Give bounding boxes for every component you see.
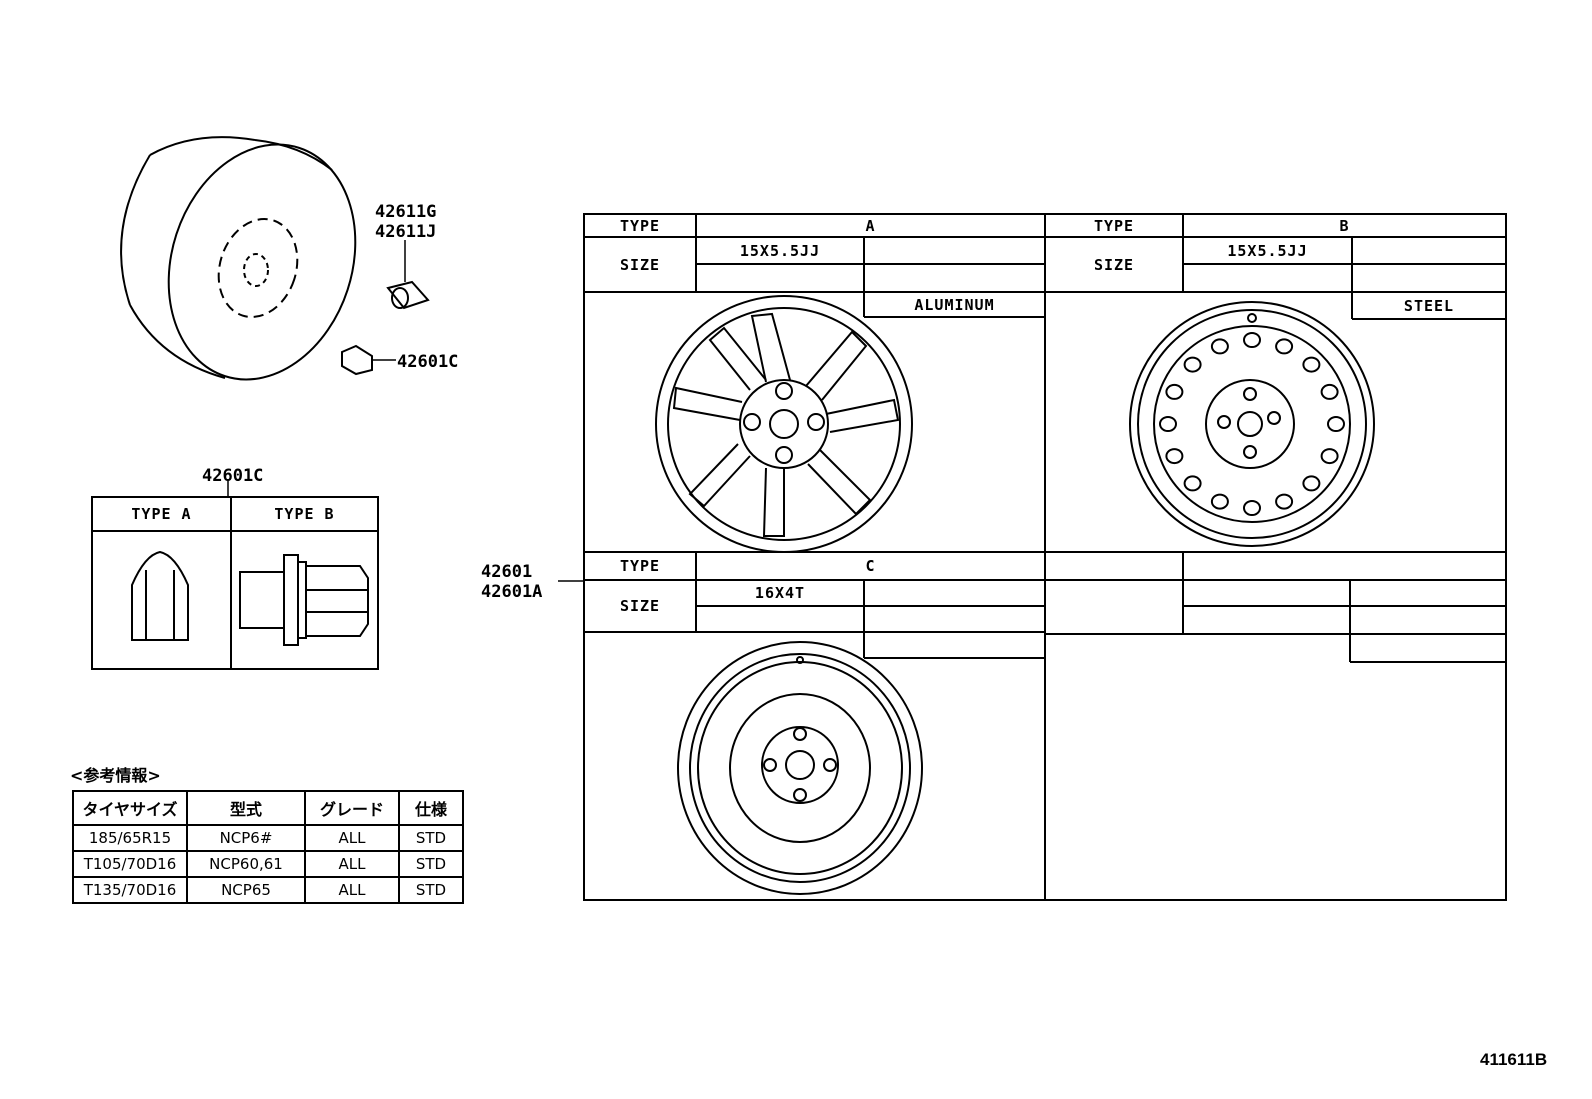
tire-size-cell: 185/65R15 [72, 824, 188, 852]
part-number-42611j[interactable]: 42611J [375, 222, 437, 242]
vent-hole [1165, 383, 1184, 400]
header-tire-size: タイヤサイズ [72, 790, 188, 826]
grade-cell: ALL [304, 876, 400, 904]
vent-hole [1165, 448, 1184, 465]
wheel-b-type-header: TYPE [1093, 216, 1135, 235]
part-number-42601c-table[interactable]: 42601C [202, 466, 264, 486]
tire-size-cell: T135/70D16 [72, 876, 188, 904]
vent-hole [1243, 500, 1261, 516]
vent-hole [1302, 356, 1321, 373]
wheel-c-size-value: 16X4T [754, 584, 806, 602]
vent-hole [1243, 332, 1261, 348]
table-row: T135/70D16 NCP65 ALL STD [72, 876, 464, 904]
vent-hole [1320, 448, 1339, 465]
model-cell: NCP65 [186, 876, 306, 904]
wheel-c-type-value: C [865, 557, 876, 575]
part-number-42601[interactable]: 42601 [481, 562, 533, 582]
vent-hole [1302, 475, 1321, 492]
part-number-42601c-callout[interactable]: 42601C [397, 352, 459, 372]
vent-hole [1275, 338, 1294, 355]
part-number-42611g[interactable]: 42611G [375, 202, 437, 222]
wheel-a-type-value: A [865, 216, 876, 235]
spec-cell: STD [398, 876, 464, 904]
aluminum-wheel-icon [655, 295, 913, 553]
vent-hole [1210, 338, 1229, 355]
vent-hole [1183, 356, 1202, 373]
wheel-c-size-header: SIZE [619, 597, 661, 615]
nut-type-b-label: TYPE B [274, 505, 335, 523]
flange-nut-icon [239, 554, 369, 646]
wheel-type-table [558, 213, 1507, 901]
steel-wheel-icon [1129, 301, 1375, 547]
tire-wheel-assembly-icon [120, 136, 357, 381]
diagram-code: 411611B [1480, 1050, 1548, 1069]
acorn-nut-icon [131, 550, 189, 641]
vent-hole [1183, 475, 1202, 492]
header-model: 型式 [186, 790, 306, 826]
wheel-a-size-value: 15X5.5JJ [739, 241, 821, 260]
vent-hole [1320, 383, 1339, 400]
wheel-nut-small-icon [341, 344, 396, 376]
vent-hole [1275, 493, 1294, 510]
model-cell: NCP60,61 [186, 850, 306, 878]
wheel-b-size-value: 15X5.5JJ [1227, 241, 1308, 260]
reference-info-table: タイヤサイズ 型式 グレード 仕様 185/65R15 NCP6# ALL ST… [72, 790, 464, 904]
wheel-c-type-header: TYPE [619, 557, 661, 575]
reference-info-title: <参考情報> [70, 766, 161, 785]
header-grade: グレード [304, 790, 400, 826]
wheel-a-type-header: TYPE [619, 216, 661, 235]
vent-hole [1327, 416, 1345, 432]
vent-hole [1210, 493, 1229, 510]
spec-cell: STD [398, 850, 464, 878]
spare-wheel-icon [677, 641, 923, 895]
grade-cell: ALL [304, 824, 400, 852]
valve-stem-icon [386, 240, 430, 310]
nut-type-a-label: TYPE A [131, 505, 192, 523]
model-cell: NCP6# [186, 824, 306, 852]
wheel-a-material: ALUMINUM [914, 295, 995, 314]
wheel-b-material: STEEL [1403, 296, 1455, 315]
wheel-a-size-header: SIZE [619, 255, 661, 274]
header-spec: 仕様 [398, 790, 464, 826]
table-row: 185/65R15 NCP6# ALL STD [72, 824, 464, 852]
part-number-42601a[interactable]: 42601A [481, 582, 543, 602]
tire-size-cell: T105/70D16 [72, 850, 188, 878]
grade-cell: ALL [304, 850, 400, 878]
reference-header-row: タイヤサイズ 型式 グレード 仕様 [72, 790, 464, 826]
nut-type-table [91, 480, 379, 670]
vent-hole [1159, 416, 1177, 432]
wheel-b-size-header: SIZE [1093, 255, 1135, 274]
steel-wheel-vent-holes [1159, 332, 1345, 516]
wheel-b-type-value: B [1339, 216, 1350, 235]
table-row: T105/70D16 NCP60,61 ALL STD [72, 850, 464, 878]
spec-cell: STD [398, 824, 464, 852]
